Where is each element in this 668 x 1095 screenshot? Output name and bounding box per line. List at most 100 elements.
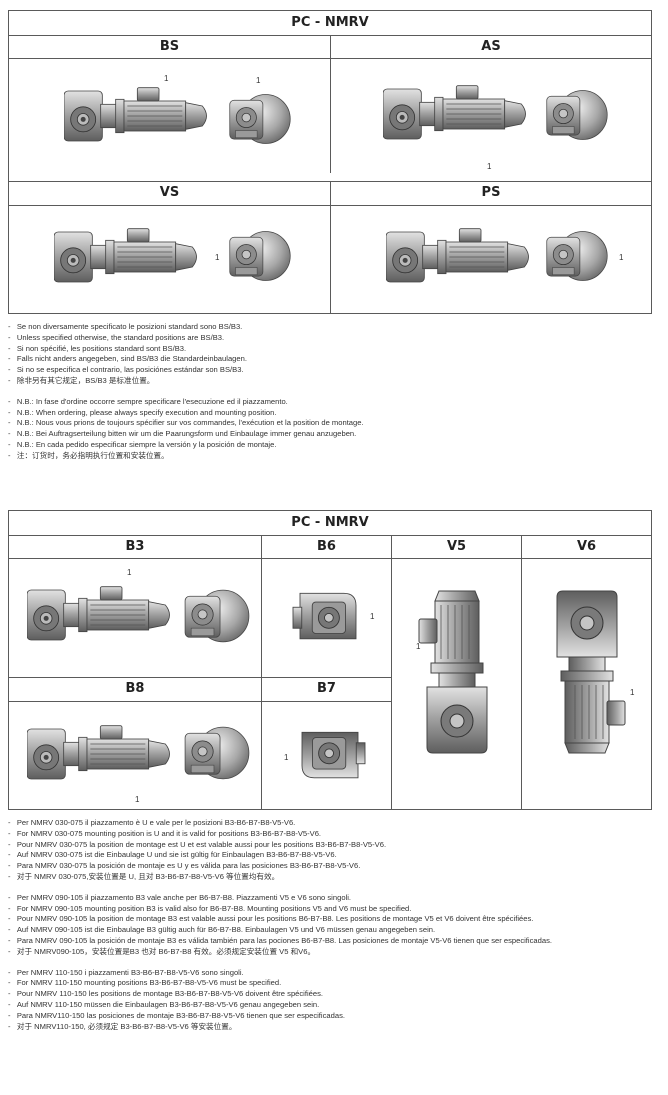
note-line: - 对于 NMRV090-105，安装位置是B3 也对 B6-B7-B8 有效。…: [8, 947, 660, 958]
note-line: - N.B.: En cada pedido especificar siemp…: [8, 440, 660, 451]
note-bullet: -: [8, 828, 17, 838]
note-bullet: -: [8, 946, 17, 956]
note-line: - Pour NMRV 090-105 la position de monta…: [8, 914, 660, 925]
note-text: 对于 NMRV110-150, 必须规定 B3-B6-B7-B8-V5-V6 等…: [16, 1021, 237, 1031]
note-bullet: -: [8, 322, 17, 331]
note-text: N.B.: When ordering, please always speci…: [16, 407, 277, 417]
note-line: - 注：订货时，务必指明执行位置和安装位置。: [8, 451, 660, 462]
note-line: - N.B.: Nous vous prions de toujours spé…: [8, 418, 660, 429]
note-text: Auf NMRV 030-075 ist die Einbaulage U un…: [16, 850, 337, 860]
note-text: N.B.: In fase d'ordine occorre sempre sp…: [16, 396, 288, 406]
note-bullet: -: [8, 375, 17, 385]
note-line: - Para NMRV 090-105 la posición de monta…: [8, 936, 660, 947]
cell-b8: B8 1: [9, 677, 261, 809]
note-text: N.B.: En cada pedido especificar siempre…: [16, 439, 277, 449]
note-line: - Auf NMRV 110-150 müssen die Einbaulage…: [8, 1000, 660, 1011]
callout-label: 1: [127, 568, 132, 577]
note-bullet: -: [8, 450, 17, 460]
cell-header: V6: [522, 535, 651, 559]
cell-header: BS: [9, 35, 330, 59]
note-line: - Per NMRV 090-105 il piazzamento B3 val…: [8, 893, 660, 904]
note-line: - For NMRV 090-105 mounting position B3 …: [8, 904, 660, 915]
b8-illustration: 1: [27, 725, 250, 804]
note-bullet: -: [8, 914, 17, 924]
b7-illustration: 1: [284, 731, 366, 779]
note-line: - Falls nicht anders angegeben, sind BS/…: [8, 354, 660, 365]
note-line: - Per NMRV 030-075 il piazzamento è U e …: [8, 818, 660, 829]
cell-ps: PS 1: [330, 181, 651, 313]
note-bullet: -: [8, 903, 17, 913]
note-bullet: -: [8, 999, 17, 1009]
note-bullet: -: [8, 967, 17, 977]
note-bullet: -: [8, 925, 17, 935]
b6-illustration: 1: [292, 592, 375, 640]
bs-illustration: 1 1: [64, 74, 291, 144]
note-line: - Unless specified otherwise, the standa…: [8, 333, 660, 344]
note-bullet: -: [8, 343, 17, 353]
note-text: Per NMRV 030-075 il piazzamento è U e va…: [16, 818, 296, 827]
b3-illustration: 1: [27, 568, 250, 643]
note-bullet: -: [8, 354, 17, 364]
callout-label: 1: [630, 688, 635, 697]
note-line: - Per NMRV 110-150 i piazzamenti B3-B6-B…: [8, 968, 660, 979]
note-line: - Si non spécifié, les positions standar…: [8, 344, 660, 355]
cell-b6: B6 1: [261, 535, 391, 677]
note-text: N.B.: Bei Auftragserteilung bitten wir u…: [16, 429, 357, 439]
cell-header: B3: [9, 535, 261, 559]
v5-illustration: 1: [416, 590, 488, 754]
note-bullet: -: [8, 892, 17, 902]
note-text: Para NMRV 090-105 la posición de montaje…: [16, 935, 552, 945]
notes-section-1: - Se non diversamente specificato le pos…: [8, 322, 660, 462]
positions-table-2: PC - NMRV B3 1 B6 1 V5 1 V6 1: [8, 510, 652, 810]
note-text: Pour NMRV 030-075 la position de montage…: [16, 839, 387, 849]
note-text: Para NMRV 030-075 la posición de montaje…: [16, 861, 361, 871]
note-line: - 对于 NMRV110-150, 必须规定 B3-B6-B7-B8-V5-V6…: [8, 1022, 660, 1033]
note-line: - Auf NMRV 090-105 ist die Einbaulage B3…: [8, 925, 660, 936]
note-bullet: -: [8, 839, 17, 849]
note-line: - N.B.: In fase d'ordine occorre sempre …: [8, 397, 660, 408]
cell-v6: V6 1: [521, 535, 651, 809]
cell-header: AS: [331, 35, 651, 59]
note-bullet: -: [8, 396, 17, 406]
note-bullet: -: [8, 818, 17, 827]
note-text: Se non diversamente specificato le posiz…: [16, 322, 243, 331]
callout-label: 1: [164, 74, 169, 83]
note-line: - Para NMRV 030-075 la posición de monta…: [8, 861, 660, 872]
callout-label: 1: [135, 795, 140, 804]
note-text: Unless specified otherwise, the standard…: [16, 332, 225, 342]
note-bullet: -: [8, 978, 17, 988]
note-bullet: -: [8, 407, 17, 417]
note-text: Auf NMRV 090-105 ist die Einbaulage B3 g…: [16, 925, 436, 935]
v6-illustration: 1: [556, 590, 635, 754]
note-line: - Se non diversamente specificato le pos…: [8, 322, 660, 333]
note-bullet: -: [8, 418, 17, 428]
note-bullet: -: [8, 989, 17, 999]
table-1-title: PC - NMRV: [9, 11, 651, 36]
note-text: 除非另有其它规定，BS/B3 是标准位置。: [16, 375, 155, 385]
cell-header: B7: [262, 678, 391, 702]
note-text: Si no se especifica el contrario, las po…: [16, 365, 244, 375]
note-text: For NMRV 090-105 mounting position B3 is…: [16, 903, 412, 913]
cell-v5: V5 1: [391, 535, 521, 809]
callout-label: 1: [284, 753, 289, 762]
note-line: - 除非另有其它规定，BS/B3 是标准位置。: [8, 376, 660, 387]
note-text: Para NMRV110-150 las posiciones de monta…: [16, 1010, 345, 1020]
note-line: - 对于 NMRV 030-075,安装位置是 U, 且对 B3-B6-B7-B…: [8, 872, 660, 883]
vs-illustration: 1: [54, 228, 291, 283]
note-bullet: -: [8, 439, 17, 449]
note-bullet: -: [8, 935, 17, 945]
note-text: Pour NMRV 090-105 la position de montage…: [16, 914, 534, 924]
note-text: 注：订货时，务必指明执行位置和安装位置。: [16, 450, 169, 460]
note-text: N.B.: Nous vous prions de toujours spéci…: [16, 418, 364, 428]
as-illustration: 1: [383, 85, 608, 171]
cell-vs: VS 1: [9, 181, 330, 313]
cell-bs: BS 1 1: [9, 35, 330, 173]
cell-header: PS: [331, 182, 651, 206]
cell-b7: B7 1: [261, 677, 391, 809]
note-text: Auf NMRV 110-150 müssen die Einbaulagen …: [16, 999, 320, 1009]
note-line: - Pour NMRV 030-075 la position de monta…: [8, 840, 660, 851]
note-bullet: -: [8, 1021, 17, 1031]
notes-section-2: - Per NMRV 030-075 il piazzamento è U e …: [8, 818, 660, 1032]
note-line: - Si no se especifica el contrario, las …: [8, 365, 660, 376]
callout-label: 1: [256, 76, 261, 85]
